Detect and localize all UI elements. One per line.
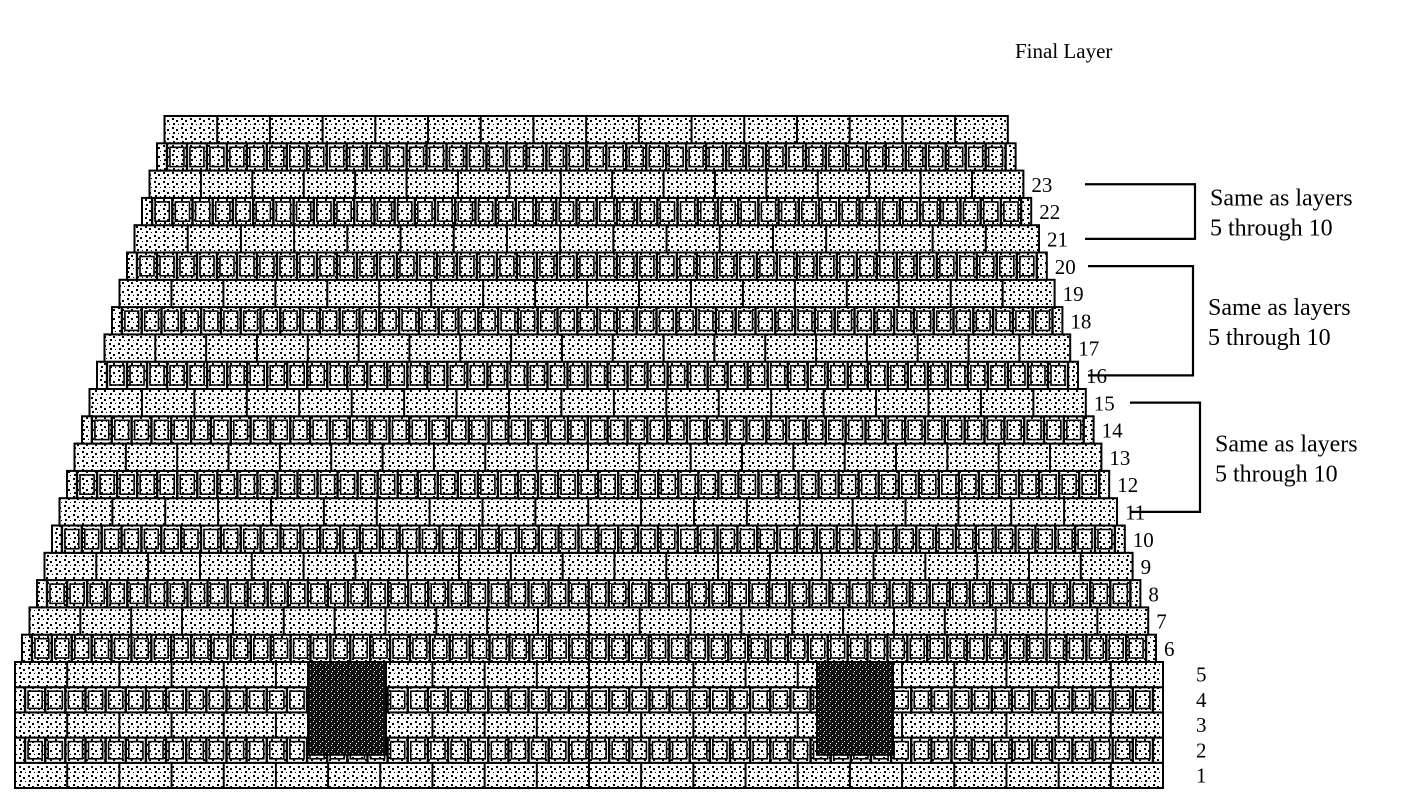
brick-layer (135, 225, 1040, 252)
bracket-note-line2: 5 through 10 (1208, 325, 1331, 351)
brick-layer (22, 635, 1156, 662)
layer-band (90, 389, 1086, 416)
same-as-bracket: Same as layers 5 through 10 (1085, 184, 1353, 241)
layer-band (105, 334, 1071, 361)
brick-layer (165, 116, 1008, 143)
brick-layer (75, 444, 1102, 471)
bracket-line (1088, 266, 1193, 375)
brick-layer (82, 416, 1094, 443)
brick-layer (15, 712, 1163, 737)
brick-layer (60, 498, 1118, 525)
wall-opening (817, 662, 893, 755)
bracket-note-line1: Same as layers (1208, 295, 1351, 321)
layer-band (135, 225, 1040, 252)
brick-layer (30, 607, 1149, 634)
layer-number: 17 (1078, 337, 1099, 361)
layer-number: 1 (1196, 763, 1207, 787)
brick-layer (105, 334, 1071, 361)
layer-number: 2 (1196, 738, 1207, 762)
brick-layer (150, 171, 1024, 198)
layer-number: 12 (1117, 473, 1138, 497)
layer-number: 18 (1070, 309, 1091, 333)
bracket-line (1085, 184, 1195, 239)
layer-number: 9 (1141, 555, 1152, 579)
brick-layers (15, 116, 1163, 788)
layer-number: 6 (1164, 637, 1175, 661)
layer-number: 8 (1148, 582, 1159, 606)
layer-number: 7 (1156, 610, 1167, 634)
layer-number: 15 (1094, 391, 1115, 415)
brick-layer (15, 662, 1163, 687)
layer-number: 3 (1196, 713, 1207, 737)
bracket-note-line1: Same as layers (1215, 431, 1358, 457)
brick-layer (15, 738, 1163, 763)
bracket-note-line2: 5 through 10 (1210, 216, 1333, 242)
brick-layer (112, 307, 1062, 334)
same-as-bracket: Same as layers 5 through 10 (1088, 266, 1351, 375)
layer-number: 23 (1031, 173, 1052, 197)
bracket-line (1130, 403, 1200, 512)
layer-number: 5 (1196, 663, 1207, 687)
layer-number: 4 (1196, 688, 1207, 712)
brick-layer (157, 143, 1016, 170)
brick-layer (37, 580, 1140, 607)
layer-number: 19 (1063, 282, 1084, 306)
brick-layer (15, 763, 1163, 788)
layer-band (45, 553, 1133, 580)
brick-layer (90, 389, 1086, 416)
brick-layer (15, 687, 1163, 712)
layer-number: 13 (1109, 446, 1130, 470)
brick-layer (45, 553, 1133, 580)
bracket-note-line1: Same as layers (1210, 186, 1353, 212)
wall-opening (308, 662, 386, 755)
brick-layer (67, 471, 1109, 498)
brick-layer (127, 253, 1047, 280)
brick-layer (97, 362, 1078, 389)
layer-band (150, 171, 1024, 198)
layer-number: 20 (1055, 255, 1076, 279)
brick-layer (120, 280, 1055, 307)
layer-number: 14 (1102, 419, 1124, 443)
same-as-bracket: Same as layers 5 through 10 (1130, 403, 1358, 512)
final-layer-label: Final Layer (1015, 39, 1112, 63)
layer-number: 10 (1133, 528, 1154, 552)
layer-number: 22 (1039, 200, 1060, 224)
bracket-note-line2: 5 through 10 (1215, 461, 1338, 487)
layer-number: 21 (1047, 227, 1068, 251)
brick-layer (142, 198, 1031, 225)
brick-layer (52, 526, 1125, 553)
